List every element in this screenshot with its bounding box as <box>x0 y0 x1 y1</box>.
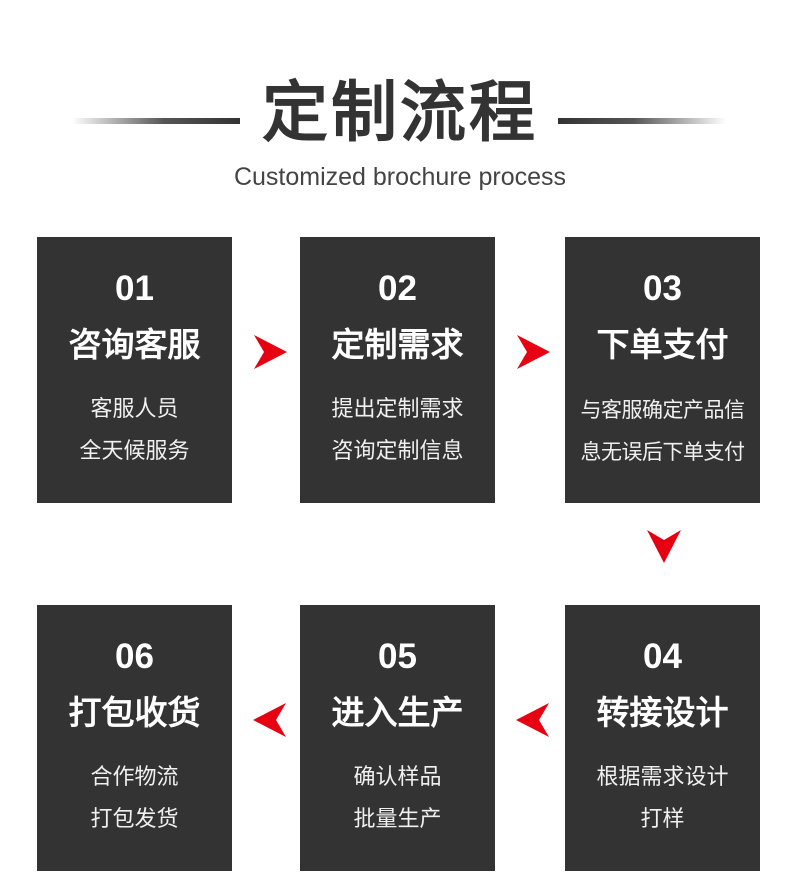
step-number: 03 <box>643 269 682 308</box>
step-name: 转接设计 <box>596 693 729 732</box>
step-description-line2: 全天候服务 <box>79 439 190 464</box>
step-number: 01 <box>115 269 154 308</box>
step-card-03: 03 下单支付 与客服确定产品信 息无误后下单支付 <box>565 237 760 503</box>
arrow-left-icon-shape <box>516 703 549 737</box>
step-description-line2: 打包发货 <box>90 807 179 832</box>
title-divider-right <box>558 118 726 124</box>
arrow-left-icon <box>515 702 551 738</box>
step-name: 进入生产 <box>331 693 464 732</box>
step-name: 下单支付 <box>596 325 729 364</box>
title-divider-left <box>72 118 240 124</box>
arrow-down-icon-shape <box>647 530 681 563</box>
step-number: 05 <box>378 637 417 676</box>
step-description-line1: 确认样品 <box>353 765 442 790</box>
step-number: 06 <box>115 637 154 676</box>
arrow-right-icon <box>515 334 551 370</box>
step-name: 定制需求 <box>331 325 464 364</box>
step-number: 04 <box>643 637 682 676</box>
arrow-down-icon <box>646 528 682 564</box>
arrow-right-icon-shape <box>517 335 550 369</box>
step-description-line1: 合作物流 <box>90 765 179 790</box>
step-description-line2: 打样 <box>640 807 685 832</box>
step-number: 02 <box>378 269 417 308</box>
step-name: 咨询客服 <box>68 325 201 364</box>
step-description-line1: 与客服确定产品信 <box>580 398 746 422</box>
step-description-line1: 根据需求设计 <box>596 765 729 790</box>
step-description-line1: 客服人员 <box>90 397 179 422</box>
arrow-left-icon <box>252 702 288 738</box>
step-description-line2: 咨询定制信息 <box>331 439 464 464</box>
step-description-line2: 批量生产 <box>353 807 442 832</box>
page-subtitle: Customized brochure process <box>233 163 567 191</box>
arrow-left-icon-shape <box>253 703 286 737</box>
arrow-right-icon-shape <box>254 335 287 369</box>
step-description-line1: 提出定制需求 <box>331 397 464 422</box>
step-description-line2: 息无误后下单支付 <box>580 440 746 464</box>
step-name: 打包收货 <box>68 693 201 732</box>
step-card-02: 02 定制需求 提出定制需求 咨询定制信息 <box>300 237 495 503</box>
page-title: 定制流程 <box>262 74 538 151</box>
step-card-01: 01 咨询客服 客服人员 全天候服务 <box>37 237 232 503</box>
step-card-04: 04 转接设计 根据需求设计 打样 <box>565 605 760 871</box>
arrow-right-icon <box>252 334 288 370</box>
step-card-06: 06 打包收货 合作物流 打包发货 <box>37 605 232 871</box>
step-card-05: 05 进入生产 确认样品 批量生产 <box>300 605 495 871</box>
